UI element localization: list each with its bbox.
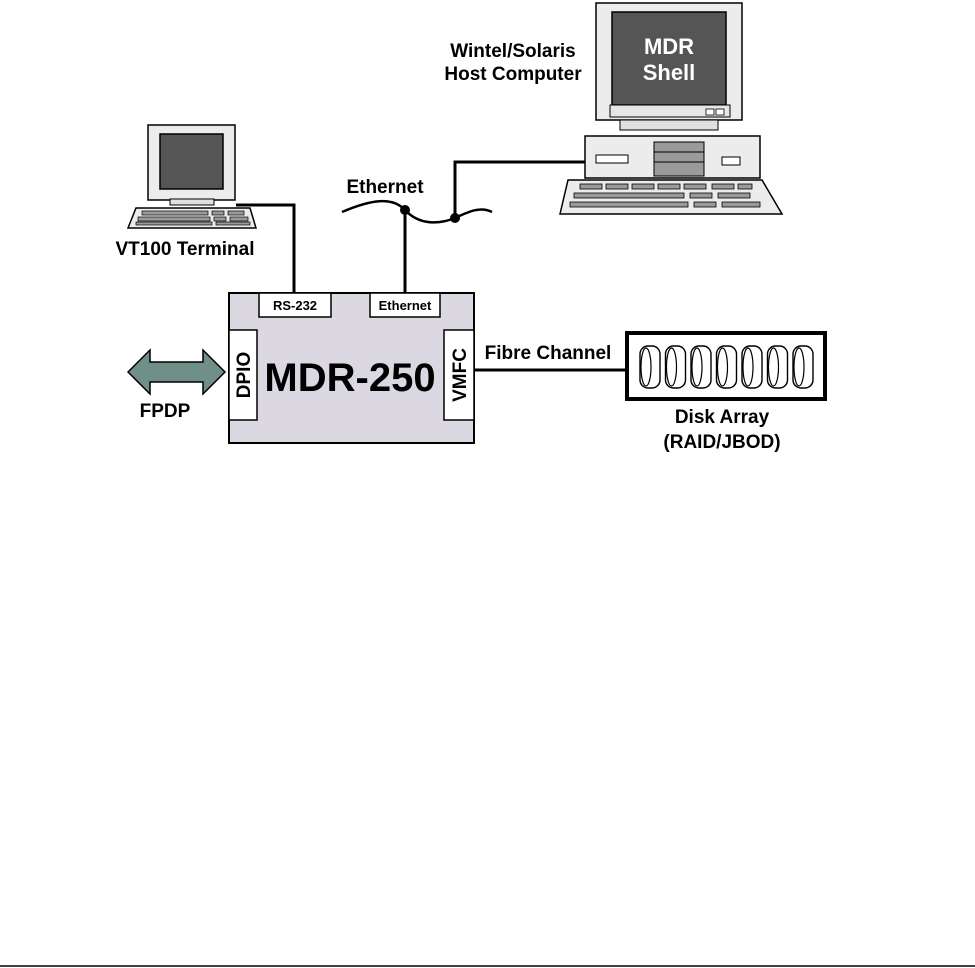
host-computer: MDR Shell (559, 2, 784, 215)
disk-7 (792, 345, 814, 389)
ethernet-port (369, 292, 441, 318)
ethernet-port-label: Ethernet (379, 298, 432, 313)
fpdp-arrow (126, 348, 227, 396)
fibre-channel-label: Fibre Channel (485, 343, 612, 364)
dpio-label: DPIO (234, 352, 255, 398)
rs232-label: RS-232 (273, 298, 317, 313)
rs232-port (258, 292, 332, 318)
disk-array-label-line2: (RAID/JBOD) (663, 432, 780, 453)
fpdp-label: FPDP (140, 401, 191, 422)
host-label-line1: Wintel/Solaris (450, 41, 575, 62)
dpio-port (228, 329, 258, 421)
ethernet-label: Ethernet (346, 177, 424, 198)
disk-2 (664, 345, 687, 389)
disk-3 (690, 345, 712, 389)
mdr-250-device (228, 292, 475, 444)
host-screen-line2: Shell (643, 60, 696, 85)
host-label-line2: Host Computer (444, 64, 582, 85)
device-name: MDR-250 (264, 356, 435, 400)
disk-4 (715, 345, 738, 389)
ethernet-tap-device (400, 205, 410, 215)
disk-group (639, 345, 814, 389)
ethernet-tap-host (450, 213, 460, 223)
disk-1 (639, 345, 661, 389)
connections (236, 160, 627, 372)
disk-array-label-line1: Disk Array (675, 407, 770, 428)
disk-5 (741, 345, 763, 389)
host-screen-line1: MDR (644, 34, 694, 59)
disk-6 (766, 345, 789, 389)
vmfc-port (443, 329, 475, 421)
disk-array (625, 331, 827, 401)
terminal-label: VT100 Terminal (115, 239, 254, 260)
vt100-terminal (126, 124, 258, 229)
vmfc-label: VMFC (450, 348, 471, 402)
